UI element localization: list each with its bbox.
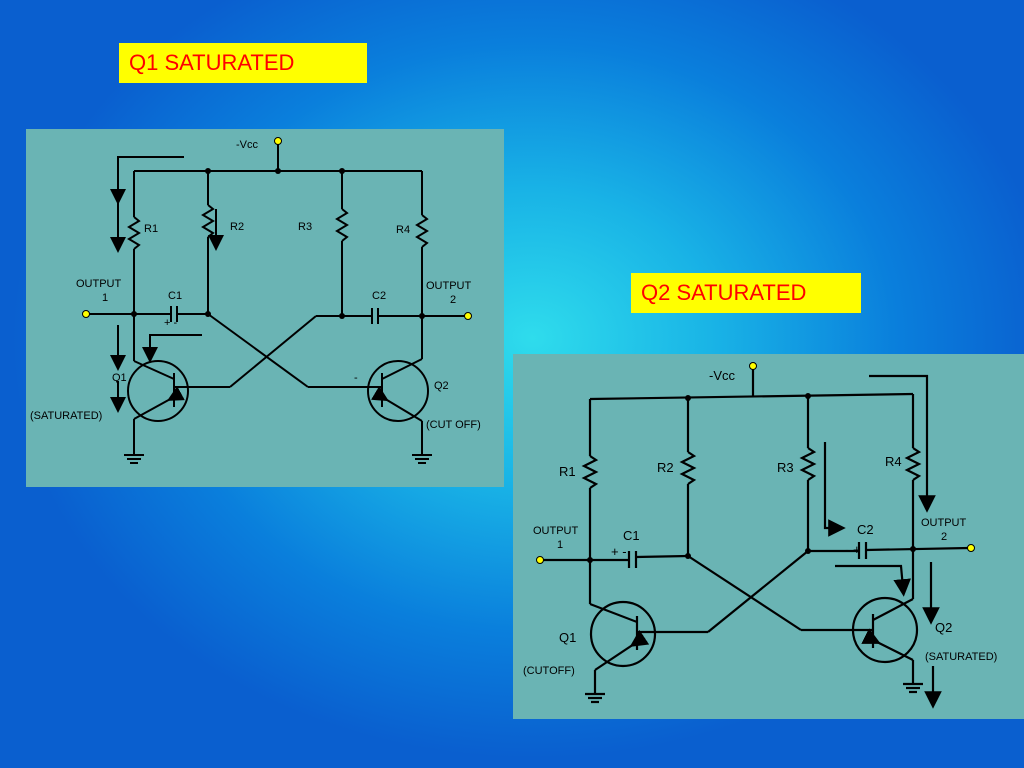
r1-resistor	[127, 216, 141, 250]
schematic-2: -Vcc R1 R2 R3 R4 OUTPUT 1 OUTPUT 2 C1 + …	[523, 362, 997, 709]
vcc-label: -Vcc	[709, 368, 736, 383]
current-arrow	[110, 156, 184, 205]
current-arrow	[142, 334, 202, 363]
q1-label: Q1	[559, 630, 576, 645]
c1-polarity: + -	[611, 544, 627, 559]
r3-label: R3	[298, 221, 312, 233]
ground-icon	[903, 682, 923, 694]
q2-label: Q2	[935, 620, 952, 635]
q1-transistor	[589, 600, 657, 668]
r4-label: R4	[885, 454, 902, 469]
q2-state: (CUT OFF)	[426, 419, 481, 431]
c1-label: C1	[168, 290, 182, 302]
ground-icon	[585, 692, 605, 704]
c2-label: C2	[857, 522, 874, 537]
c2-label: C2	[372, 290, 386, 302]
current-arrow	[869, 374, 936, 513]
q1-saturated-label: Q1 SATURATED	[119, 43, 367, 83]
current-arrow	[823, 442, 846, 537]
q1-transistor	[127, 360, 189, 422]
r3-resistor	[335, 208, 349, 242]
output2-label: OUTPUT	[921, 517, 967, 529]
r2-label: R2	[657, 460, 674, 475]
output2-terminal	[967, 544, 975, 552]
circuit-diagram-q2-saturated: -Vcc R1 R2 R3 R4 OUTPUT 1 OUTPUT 2 C1 + …	[513, 354, 1024, 719]
ground-icon	[124, 454, 144, 464]
r2-resistor	[679, 451, 697, 485]
q1-state: (CUTOFF)	[523, 665, 575, 677]
current-arrow	[835, 564, 911, 597]
r1-resistor	[581, 455, 599, 489]
c1-polarity: + -	[164, 317, 177, 329]
output1-terminal	[536, 556, 544, 564]
c2-polarity: - +	[845, 542, 861, 557]
q1-label: Q1	[112, 372, 127, 384]
c1-label: C1	[623, 528, 640, 543]
output1-number: 1	[102, 292, 108, 304]
output2-number: 2	[941, 531, 947, 543]
r3-label: R3	[777, 460, 794, 475]
q2-label: Q2	[434, 380, 449, 392]
output2-label: OUTPUT	[426, 280, 472, 292]
vcc-label: -Vcc	[236, 139, 259, 151]
r4-resistor	[904, 447, 922, 481]
r4-resistor	[415, 214, 429, 248]
output2-terminal	[464, 312, 472, 320]
vcc-terminal	[749, 362, 757, 370]
q2-state: (SATURATED)	[925, 651, 997, 663]
r2-label: R2	[230, 221, 244, 233]
ground-icon	[412, 454, 432, 464]
schematic-1: -Vcc R1 R2 R3 R4 OUTPUT 1 OUTPUT 2 C1 + …	[30, 137, 481, 464]
r2-resistor	[201, 204, 215, 238]
output1-terminal	[82, 310, 90, 318]
r1-label: R1	[559, 464, 576, 479]
r4-label: R4	[396, 224, 410, 236]
output2-number: 2	[450, 294, 456, 306]
q2-transistor	[367, 360, 429, 422]
circuit-diagram-q1-saturated: -Vcc R1 R2 R3 R4 OUTPUT 1 OUTPUT 2 C1 + …	[26, 129, 504, 487]
q1-state: (SATURATED)	[30, 410, 102, 422]
vcc-terminal	[274, 137, 282, 145]
vcc-rail	[589, 392, 914, 401]
output1-label: OUTPUT	[533, 525, 579, 537]
output1-label: OUTPUT	[76, 278, 122, 290]
q2-base-polarity: -	[354, 372, 358, 384]
q2-saturated-label: Q2 SATURATED	[631, 273, 861, 313]
r3-resistor	[799, 447, 817, 481]
r1-label: R1	[144, 223, 158, 235]
output1-number: 1	[557, 539, 563, 551]
